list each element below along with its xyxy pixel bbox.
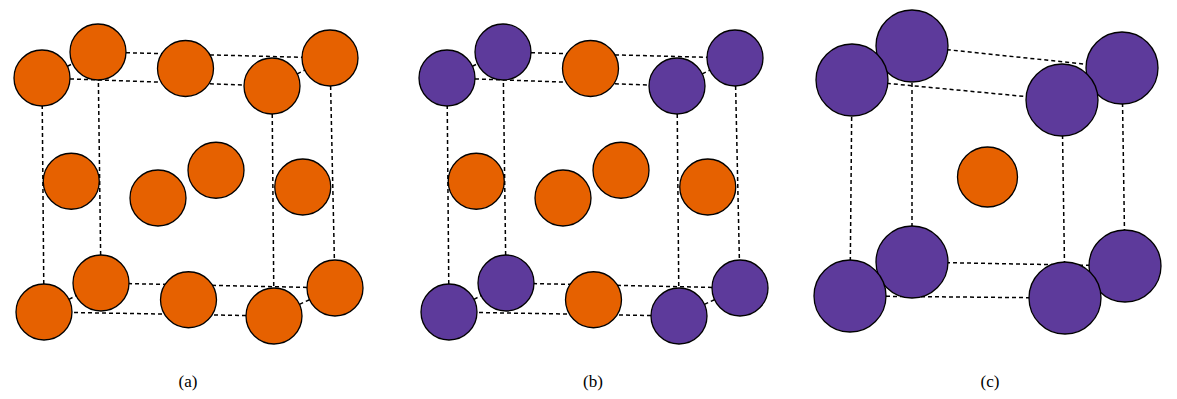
atom-sphere (130, 170, 186, 226)
atom-sphere (478, 255, 534, 311)
atom-sphere (563, 41, 619, 97)
atom-sphere (73, 255, 129, 311)
atom-sphere (649, 58, 705, 114)
atom-sphere (448, 153, 504, 209)
atom-sphere (475, 24, 531, 80)
atom-sphere (712, 260, 768, 316)
cell-edge (101, 283, 335, 288)
atom-sphere (246, 288, 302, 344)
cell-edge (503, 52, 506, 283)
atom-sphere (876, 226, 948, 298)
fcc-cell (14, 24, 363, 344)
bcc-cell (814, 10, 1161, 334)
cell-edge (42, 78, 44, 312)
atom-sphere (188, 142, 244, 198)
panel-label: (c) (981, 372, 1000, 392)
atom-sphere (593, 142, 649, 198)
atom-sphere (302, 30, 358, 86)
cell-edge (503, 52, 735, 58)
atom-sphere (244, 58, 300, 114)
atom-sphere (680, 159, 736, 215)
atom-sphere (651, 288, 707, 344)
cell-edge (42, 78, 272, 86)
atom-sphere (1029, 262, 1101, 334)
atom-sphere (275, 159, 331, 215)
cell-edge (98, 52, 330, 58)
cell-edge (272, 86, 274, 316)
atom-sphere (816, 44, 888, 116)
atom-sphere (161, 272, 217, 328)
atom-sphere (958, 147, 1018, 207)
cell-edge (98, 52, 101, 283)
cell-edge (449, 312, 679, 316)
atom-sphere (566, 272, 622, 328)
atom-sphere (158, 41, 214, 97)
cell-edge (330, 58, 335, 288)
unit-cell-edges (850, 46, 1125, 298)
cell-edge (677, 86, 679, 316)
atom-sphere (307, 260, 363, 316)
atom-sphere (1026, 64, 1098, 136)
atom-sphere (419, 50, 475, 106)
fcc-mixed-cell (419, 24, 768, 344)
atom-sphere (16, 284, 72, 340)
panel-label: (b) (583, 372, 603, 392)
atom-sphere (421, 284, 477, 340)
cell-edge (44, 312, 274, 316)
atom-sphere (535, 170, 591, 226)
atom-sphere (707, 30, 763, 86)
atom-sphere (814, 260, 886, 332)
atom-sphere (43, 153, 99, 209)
cell-edge (506, 283, 740, 288)
panel-label: (a) (179, 372, 198, 392)
atom-sphere (14, 50, 70, 106)
cell-edge (735, 58, 740, 288)
cell-edge (447, 78, 677, 86)
atom-sphere (70, 24, 126, 80)
cell-edge (447, 78, 449, 312)
